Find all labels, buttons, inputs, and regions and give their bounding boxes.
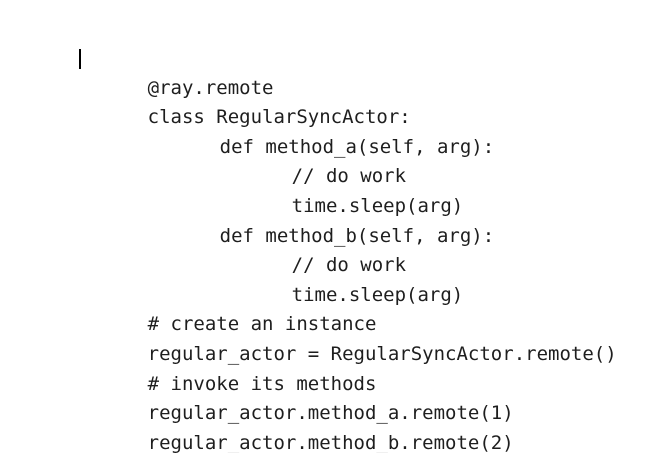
code-line-sleep: time.sleep(arg) (79, 162, 619, 217)
code-line-text: def method_a(self, arg): (219, 135, 495, 158)
code-line-comment: // do work (79, 222, 619, 276)
code-line-comment: # create an instance (79, 281, 619, 335)
code-line-text: // do work (291, 254, 407, 277)
code-line-instance: regular_actor = RegularSyncActor.remote(… (79, 310, 619, 365)
code-line-text: @ray.remote (147, 76, 274, 99)
code-line-text: regular_actor.method_a.remote(1) (147, 402, 514, 425)
code-line-text: def method_b(self, arg): (219, 224, 495, 247)
code-line-comment: // do work (79, 133, 619, 187)
code-line-text: # invoke its methods (147, 372, 377, 395)
code-line-sleep: time.sleep(arg) (79, 251, 619, 306)
code-line-text: regular_actor.method_b.remote(2) (147, 431, 514, 453)
code-line-method-a-def: def method_a(self, arg): (79, 103, 619, 158)
code-line-text: time.sleep(arg) (291, 283, 464, 306)
code-line-call-b: regular_actor.method_b.remote(2) (79, 399, 619, 453)
code-line-class-def: class RegularSyncActor: (79, 74, 619, 128)
code-line-decorator: @ray.remote (79, 44, 619, 99)
code-line-text: time.sleep(arg) (291, 194, 464, 217)
code-line-comment: # invoke its methods (79, 340, 619, 395)
code-line-text: class RegularSyncActor: (147, 106, 411, 129)
code-block[interactable]: @ray.remote class RegularSyncActor: def … (79, 44, 619, 453)
code-line-text: // do work (291, 165, 407, 188)
code-line-text: regular_actor = RegularSyncActor.remote(… (147, 342, 617, 365)
code-line-method-b-def: def method_b(self, arg): (79, 192, 619, 247)
code-line-text: # create an instance (147, 313, 377, 336)
text-cursor (79, 49, 81, 69)
code-line-call-a: regular_actor.method_a.remote(1) (79, 370, 619, 424)
